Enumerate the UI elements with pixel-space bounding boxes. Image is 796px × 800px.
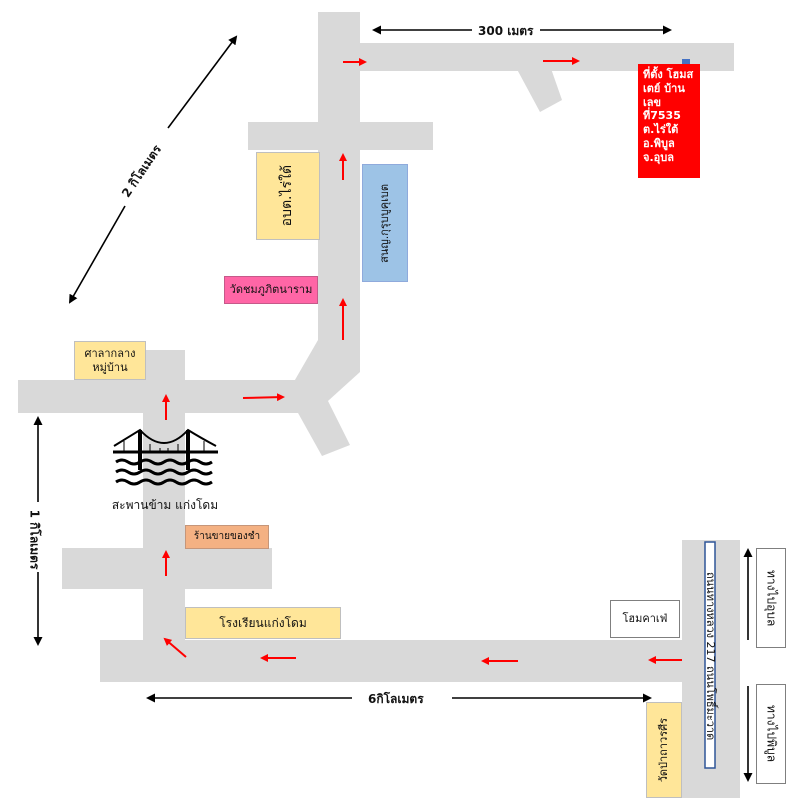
bridge-label-box: สะพานข้าม แก่งโดม xyxy=(100,490,230,520)
road-top-diagonal xyxy=(512,60,562,112)
bridge-label: สะพานข้าม แก่งโดม xyxy=(111,497,219,512)
distance-label-top: 300 เมตร xyxy=(478,24,534,38)
aborto-office-box: อบต.ไร่ใต้ xyxy=(256,152,320,240)
health-center-label: สนญ.กุรุบบูคุเบต xyxy=(378,183,392,263)
grocery-shop-box: ร้านขายของชำ xyxy=(185,525,269,549)
roads xyxy=(18,12,740,798)
distance-label-left: 1 กิโลเมตร xyxy=(27,509,42,570)
homestay-location-box: ที่ตั้ง โฮมส เตย์ บ้านเลขที่7535 ต.ไร่ใต… xyxy=(638,64,700,178)
home-cafe-box: โฮมคาเฟ่ xyxy=(610,600,680,638)
red-arrow xyxy=(242,393,285,402)
red-arrow xyxy=(163,637,187,658)
direction-arrows xyxy=(162,57,682,665)
highway-sign-label: ถนนทางหลวง 217 ถนนโพธิ์มะวาด xyxy=(703,571,717,741)
temple-bottom-label: วัดป่าถาวรศีร xyxy=(657,717,671,783)
highway-sign-strip xyxy=(704,541,716,769)
distance-line-diagonal-upper xyxy=(167,35,238,129)
road-upper-cross xyxy=(248,122,433,150)
home-cafe-label: โฮมคาเฟ่ xyxy=(622,612,668,626)
bridge-icon xyxy=(113,428,218,486)
distance-lines xyxy=(33,25,753,782)
distance-line-diagonal-lower xyxy=(69,205,126,304)
direction-ubon-box: ทางไปอุบล xyxy=(756,548,786,648)
road-bottom-horizontal xyxy=(100,640,740,682)
temple-top-box: วัดชมภูภิตนาราม xyxy=(224,276,318,304)
direction-ubon-label: ทางไปอุบล xyxy=(764,569,779,627)
direction-phibun-box: ทางไปพิบูล xyxy=(756,684,786,784)
school-box: โรงเรียนแก่งโดม xyxy=(185,607,341,639)
school-label: โรงเรียนแก่งโดม xyxy=(219,615,307,630)
temple-top-label: วัดชมภูภิตนาราม xyxy=(229,283,313,297)
village-hall-box: ศาลากลาง หมู่บ้าน xyxy=(74,341,146,380)
village-hall-label: ศาลากลาง หมู่บ้าน xyxy=(84,346,136,374)
road-main-vertical xyxy=(318,12,360,372)
aborto-office-label: อบต.ไร่ใต้ xyxy=(279,165,296,227)
highway-sign-box: ถนนทางหลวง 217 ถนนโพธิ์มะวาด xyxy=(700,546,720,766)
homestay-address: ที่ตั้ง โฮมส เตย์ บ้านเลขที่7535 ต.ไร่ใต… xyxy=(643,68,694,164)
temple-bottom-box: วัดป่าถาวรศีร xyxy=(646,702,682,798)
grocery-shop-label: ร้านขายของชำ xyxy=(193,530,261,542)
direction-phibun-label: ทางไปพิบูล xyxy=(764,705,779,763)
health-center-box: สนญ.กุรุบบูคุเบต xyxy=(362,164,408,282)
distance-label-bottom: 6กิโลเมตร xyxy=(368,692,424,706)
